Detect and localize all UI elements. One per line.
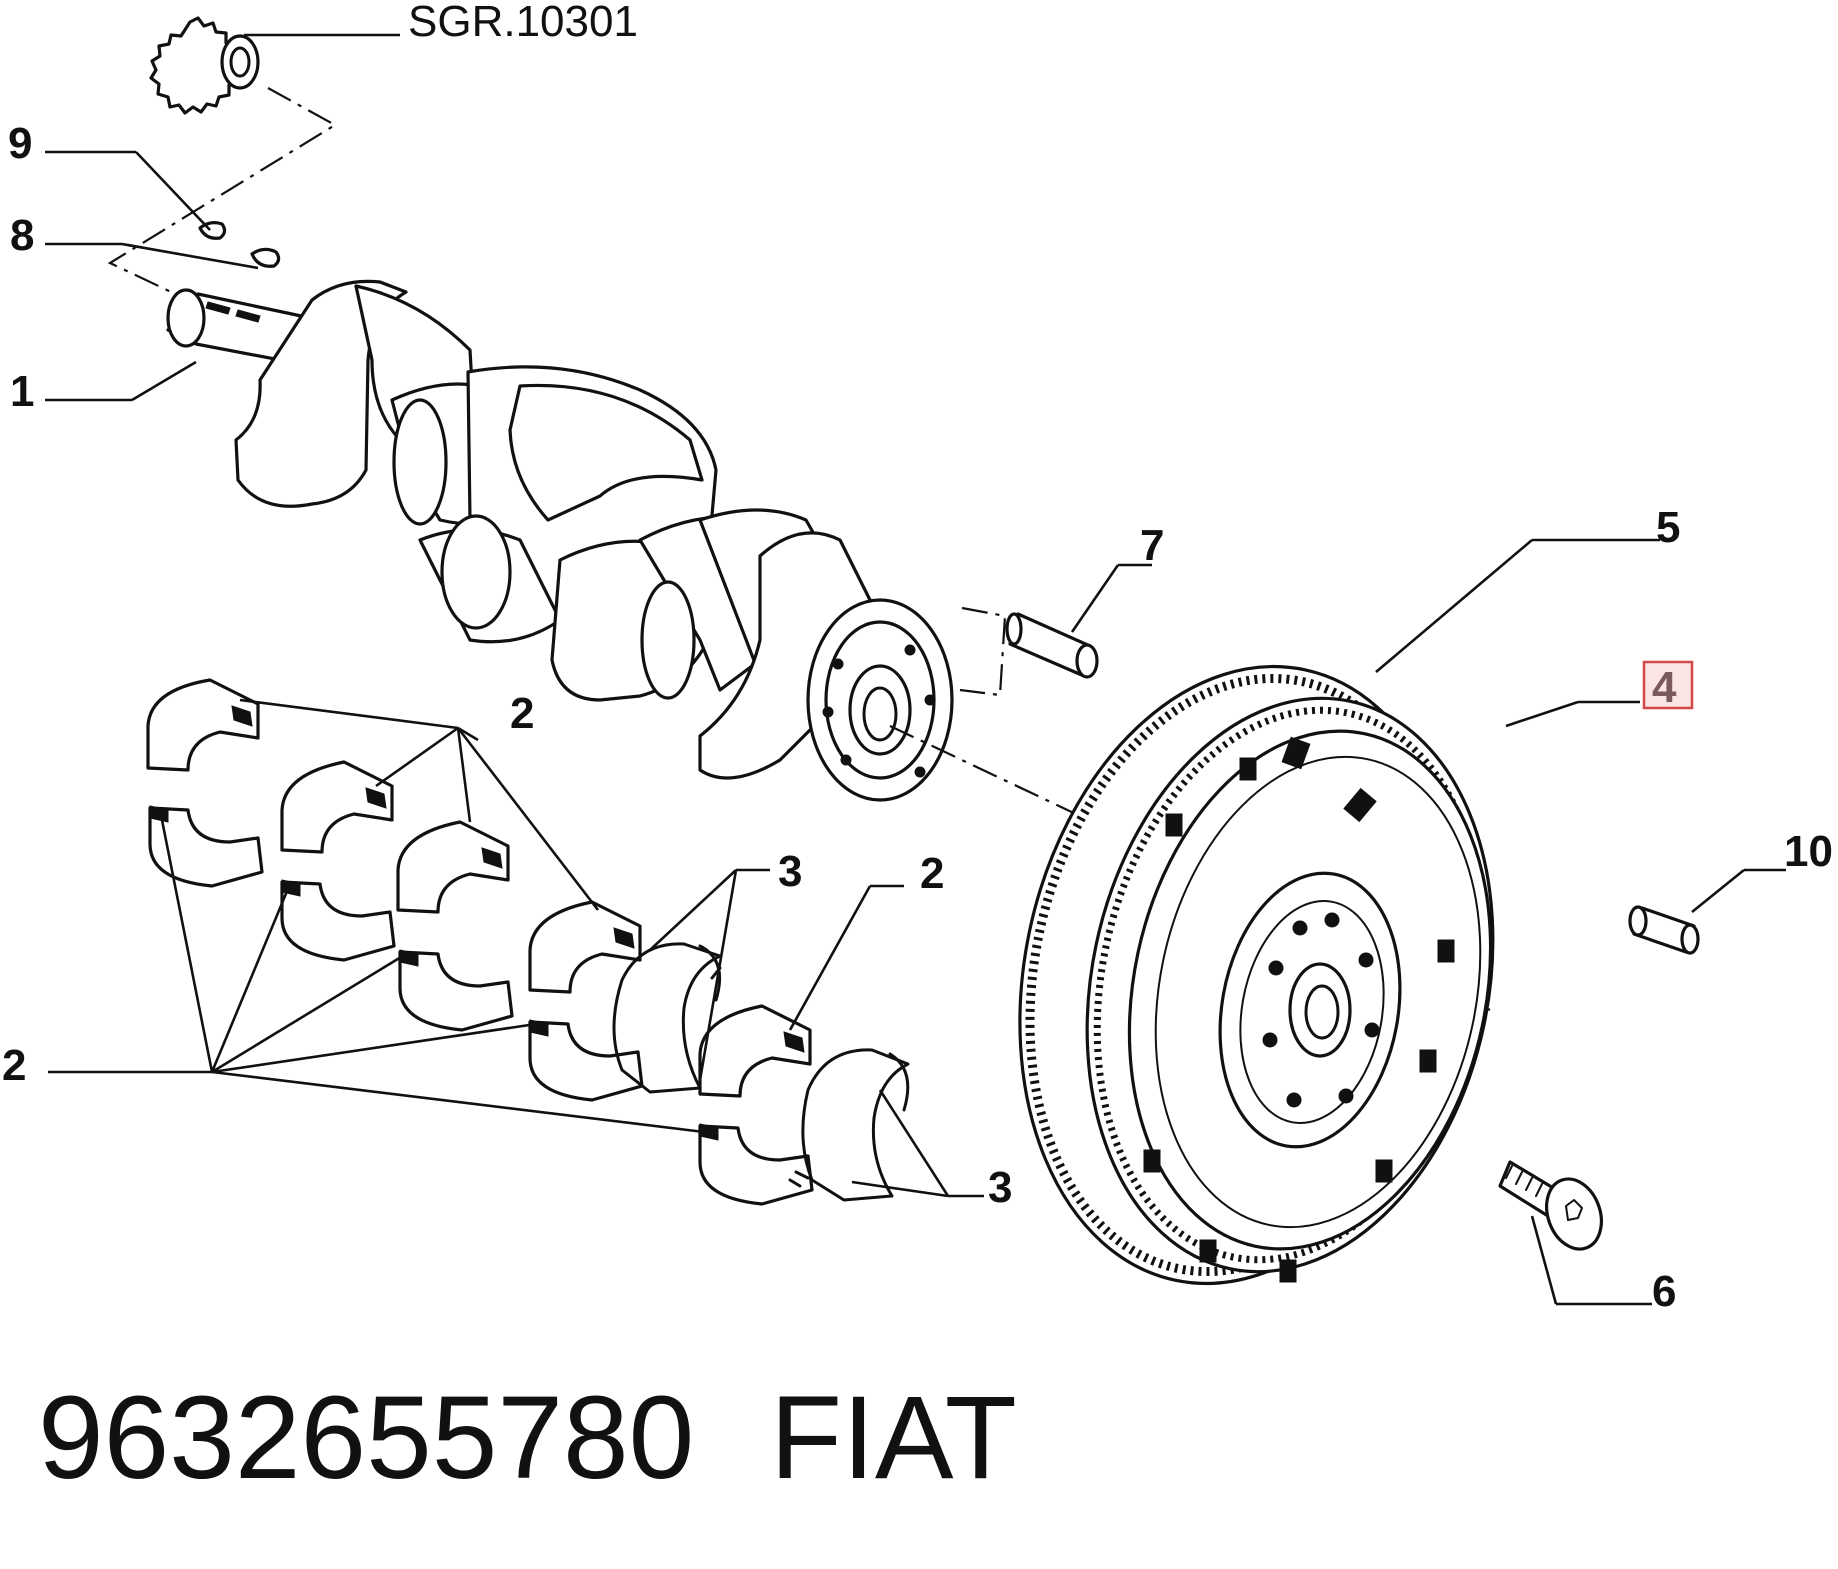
- leader-2a-2: [375, 726, 459, 788]
- woodruff-key-8: [250, 247, 281, 268]
- leader-2b-3: [211, 952, 407, 1074]
- leader-2c-d: [788, 885, 872, 1031]
- leader-2a-4: [456, 727, 600, 911]
- leader-2a-3: [456, 727, 472, 823]
- callout-2-upper: 2: [510, 689, 534, 738]
- leader-3a-2: [698, 869, 738, 1081]
- leader-8-d: [121, 242, 259, 270]
- callout-1: 1: [10, 367, 34, 416]
- leader-4-d: [1505, 700, 1579, 728]
- leader-3a-1: [649, 869, 737, 951]
- callout-4: 4: [1652, 663, 1677, 712]
- leader-3b-1: [878, 1089, 950, 1197]
- bearing-shells-group: [146, 678, 814, 1206]
- leader-2a-h: [457, 726, 479, 742]
- crankshaft-illustration: [166, 279, 954, 802]
- leader-6-d: [1530, 1215, 1558, 1305]
- timing-sprocket-illustration: [149, 16, 260, 115]
- callout-3-upper: 3: [778, 847, 802, 896]
- flywheel-illustration: [1018, 664, 1495, 1286]
- flywheel-bolt-6: [1498, 1160, 1603, 1251]
- pin-10: [1628, 905, 1700, 955]
- leader-3b-2: [851, 1180, 949, 1198]
- callout-10: 10: [1784, 827, 1833, 876]
- leader-2b-2: [210, 883, 292, 1073]
- leader-10-d: [1691, 868, 1745, 914]
- callout-6: 6: [1652, 1267, 1676, 1316]
- callout-8: 8: [10, 211, 34, 260]
- callout-2-lower-left: 2: [2, 1041, 26, 1090]
- callout-2-right: 2: [920, 849, 944, 898]
- reference-label-sgr: SGR.10301: [408, 0, 638, 46]
- leader-9-d: [135, 151, 211, 231]
- leader-2b-4: [211, 1022, 537, 1074]
- callout-9: 9: [8, 119, 32, 168]
- leader-7-d: [1070, 564, 1120, 633]
- leader-2b-5: [211, 1070, 705, 1134]
- leader-1-d: [131, 360, 197, 402]
- leader-2a-1: [239, 698, 459, 730]
- callout-5: 5: [1656, 503, 1680, 552]
- leader-5-d: [1375, 539, 1533, 673]
- leader-2b-1: [158, 809, 214, 1073]
- footer-part-number: 9632655780: [38, 1372, 694, 1504]
- callout-4-highlight-box: [1642, 660, 1694, 710]
- dowel-pin-7: [1005, 612, 1099, 679]
- sprocket-axis-guide: [107, 87, 338, 301]
- dowel-axis-guide: [959, 606, 1007, 697]
- callout-3-lower: 3: [988, 1163, 1012, 1212]
- footer-brand: FIAT: [770, 1372, 1017, 1504]
- callout-7: 7: [1140, 521, 1164, 570]
